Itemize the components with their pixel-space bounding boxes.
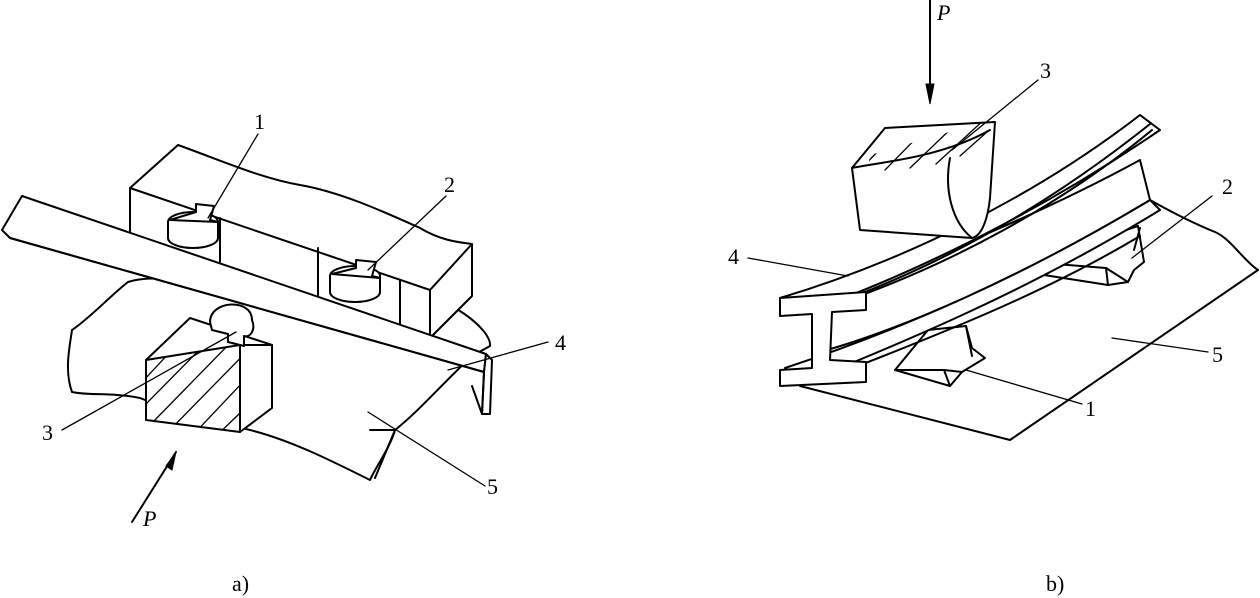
callout-3: 3 xyxy=(42,420,53,445)
part-3-pressing-block xyxy=(145,303,273,433)
callouts-b: 3 2 4 5 1 xyxy=(728,58,1233,421)
part-1-pin xyxy=(167,203,219,249)
force-arrow-p: P xyxy=(131,451,177,531)
callout-3: 3 xyxy=(1040,58,1051,83)
part-2-pin xyxy=(329,259,381,303)
callout-5: 5 xyxy=(1212,342,1223,367)
callout-1: 1 xyxy=(254,109,265,134)
force-label: P xyxy=(936,0,950,25)
figure-a: P 1 2 3 4 5 a) xyxy=(1,109,566,596)
force-label: P xyxy=(142,506,156,531)
callout-1: 1 xyxy=(1085,396,1096,421)
part-4-angle-bar xyxy=(1,195,493,415)
callout-2: 2 xyxy=(1222,174,1233,199)
part-1-v-support xyxy=(894,325,986,387)
callout-4: 4 xyxy=(555,330,566,355)
figure-b: P 3 2 4 5 1 b) xyxy=(728,0,1259,596)
callout-4: 4 xyxy=(728,244,739,269)
callout-2: 2 xyxy=(444,172,455,197)
caption-b: b) xyxy=(1046,571,1064,596)
callouts-a: 1 2 3 4 5 xyxy=(42,109,566,499)
fixture-block xyxy=(129,144,473,339)
callout-5: 5 xyxy=(487,474,498,499)
part-3-pressing-block xyxy=(851,120,996,239)
force-arrow-p: P xyxy=(925,0,950,105)
caption-a: a) xyxy=(232,571,249,596)
part-4-i-beam xyxy=(779,114,1161,387)
